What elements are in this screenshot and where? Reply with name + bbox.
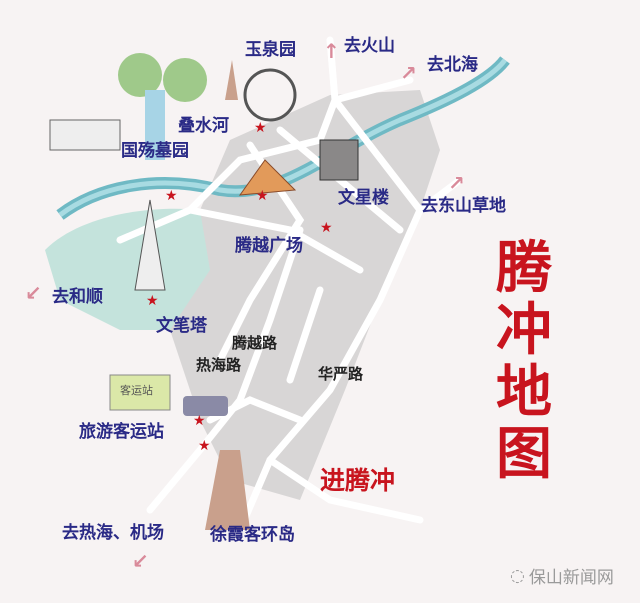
label-to-heshun: 去和顺 bbox=[52, 287, 103, 307]
map-title: 腾 冲 地 图 bbox=[492, 238, 556, 486]
svg-text:★: ★ bbox=[320, 220, 333, 236]
label-rehai-road: 热海路 bbox=[196, 356, 242, 374]
label-enter-tengchong: 进腾冲 bbox=[320, 466, 396, 495]
label-to-rehai-airport: 去热海、机场 bbox=[62, 523, 164, 543]
label-yuquanyuan: 玉泉园 bbox=[245, 40, 296, 60]
arrow-northeast-icon: ↗ bbox=[448, 171, 465, 195]
svg-text:★: ★ bbox=[146, 293, 159, 309]
title-char: 腾 bbox=[496, 236, 552, 301]
arrow-southwest-icon: ↙ bbox=[132, 549, 149, 573]
label-tengyueguangchang: 腾越广场 bbox=[235, 236, 303, 256]
lake bbox=[45, 208, 230, 330]
svg-text:★: ★ bbox=[198, 438, 211, 454]
title-char: 冲 bbox=[496, 298, 552, 363]
label-wenxinglou: 文星楼 bbox=[338, 188, 389, 208]
direction-arrows: ↑ ↗ ↗ ↙ ↙ bbox=[25, 39, 465, 573]
arrow-up-icon: ↑ bbox=[323, 39, 340, 63]
label-tengyue-road: 腾越路 bbox=[232, 334, 278, 352]
svg-text:★: ★ bbox=[165, 188, 178, 204]
svg-text:★: ★ bbox=[256, 188, 269, 204]
arrow-northeast-icon: ↗ bbox=[400, 61, 417, 85]
title-char: 图 bbox=[496, 422, 552, 487]
label-dieshuihe: 叠水河 bbox=[178, 116, 229, 136]
label-bus-station: 旅游客运站 bbox=[79, 422, 164, 442]
watermark-text: 保山新闻网 bbox=[528, 568, 614, 588]
roads bbox=[116, 36, 464, 534]
label-guoshangmuyuan: 国殇墓园 bbox=[121, 141, 189, 161]
arrow-southwest-icon: ↙ bbox=[25, 281, 42, 305]
bus-station-sign: 客运站 bbox=[120, 384, 153, 397]
label-to-beihai: 去北海 bbox=[427, 55, 478, 75]
label-to-dongshan: 去东山草地 bbox=[421, 196, 506, 216]
landmark-illustrations bbox=[49, 53, 359, 530]
svg-text:★: ★ bbox=[254, 120, 267, 136]
watermark: ◌ 保山新闻网 bbox=[510, 563, 614, 589]
svg-text:★: ★ bbox=[193, 413, 206, 429]
label-xuxiake-roundabout: 徐霞客环岛 bbox=[210, 525, 295, 545]
label-huayan-road: 华严路 bbox=[318, 365, 364, 383]
title-char: 地 bbox=[496, 360, 552, 425]
label-wenbita: 文笔塔 bbox=[156, 316, 207, 336]
scenic-star-markers: ★ ★ ★ ★ ★ ★ ★ bbox=[146, 120, 333, 454]
label-to-huoshan: 去火山 bbox=[344, 36, 395, 56]
wechat-icon: ◌ bbox=[510, 565, 525, 586]
